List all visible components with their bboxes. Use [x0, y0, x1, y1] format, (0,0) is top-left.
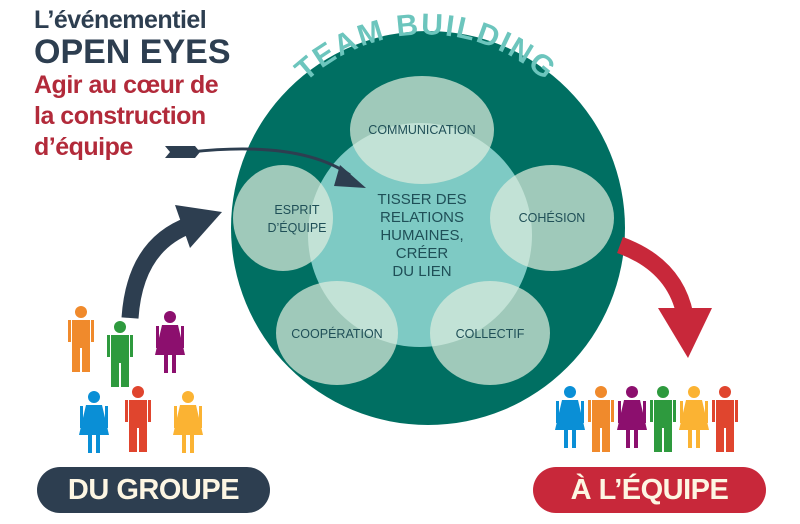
person-icon — [712, 386, 738, 452]
label-esprit: ESPRIT — [274, 203, 320, 217]
header-subtitle: L’événementiel — [34, 6, 207, 34]
header: L’événementiel OPEN EYES Agir au cœur de… — [34, 8, 231, 162]
label-equipe: D’ÉQUIPE — [267, 220, 326, 235]
person-icon — [79, 391, 109, 453]
person-icon — [555, 386, 585, 448]
label-communication: COMMUNICATION — [368, 123, 475, 137]
person-icon — [107, 321, 133, 387]
person-icon — [650, 386, 676, 452]
center-line-2: RELATIONS — [380, 209, 464, 226]
label-cohesion: COHÉSION — [519, 210, 586, 225]
tagline-1: Agir au cœur de — [34, 71, 219, 99]
brand-title: OPEN EYES — [34, 33, 231, 71]
person-icon — [173, 391, 203, 453]
label-cooperation: COOPÉRATION — [291, 326, 382, 341]
petal-communication — [350, 76, 494, 184]
person-icon — [125, 386, 151, 452]
from-group-badge: DU GROUPE — [37, 467, 270, 513]
person-icon — [588, 386, 614, 452]
petal-esprit-equipe — [233, 165, 333, 271]
person-icon — [679, 386, 709, 448]
to-team-badge: À L’ÉQUIPE — [533, 467, 766, 513]
person-icon — [155, 311, 185, 373]
center-line-1: TISSER DES — [377, 191, 466, 208]
group-arrow-icon — [121, 205, 222, 319]
petal-cohesion — [490, 165, 614, 271]
tagline-3: d’équipe — [34, 133, 133, 161]
person-icon — [68, 306, 94, 372]
center-line-3: HUMAINES, — [380, 227, 463, 244]
dart-arrow-icon — [165, 146, 366, 188]
team-arrow-icon — [616, 237, 712, 358]
petal-cooperation — [276, 281, 398, 385]
tagline-2: la construction — [34, 102, 206, 130]
center-line-5: DU LIEN — [392, 263, 451, 280]
center-line-4: CRÉER — [396, 245, 449, 262]
petal-collectif — [430, 281, 550, 385]
person-icon — [617, 386, 647, 448]
label-collectif: COLLECTIF — [456, 327, 525, 341]
